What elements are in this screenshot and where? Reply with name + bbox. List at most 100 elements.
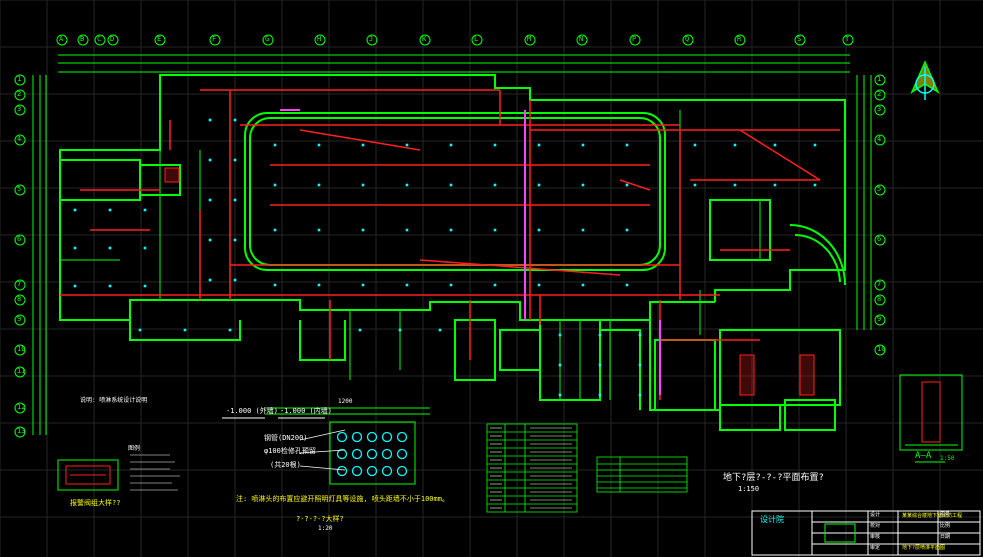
- hole-circle-3: [381, 431, 393, 443]
- sprinkler-head-61: [813, 143, 817, 147]
- sprinkler-head-56: [693, 183, 697, 187]
- sprinkler-head-29: [581, 183, 585, 187]
- hole-circle-2: [366, 431, 378, 443]
- sprinkler-head-70: [638, 363, 642, 367]
- hole-circle-5: [336, 448, 348, 460]
- right-dimension-lines: [856, 75, 872, 330]
- axis-left-5: [14, 184, 26, 196]
- sprinkler-head-12: [405, 143, 409, 147]
- axis-top-T-label: T: [845, 35, 850, 43]
- sprinkler-head-67: [598, 363, 602, 367]
- axis-top-T: [842, 34, 854, 46]
- axis-top-B-label: B: [80, 35, 85, 43]
- sprinkler-head-59: [773, 143, 777, 147]
- axis-left-1: [14, 74, 26, 86]
- title-block-field: 设计: [870, 512, 881, 518]
- axis-top-G: [262, 34, 274, 46]
- sprinkler-head-26: [537, 228, 541, 232]
- sprinkler-head-71: [638, 393, 642, 397]
- axis-left-11: [14, 366, 26, 378]
- title-block-field: 比例: [940, 523, 951, 529]
- sprinkler-head-57: [733, 143, 737, 147]
- hole-note-2: φ100检修孔预留: [264, 447, 316, 455]
- plan-scale: 1:150: [738, 485, 760, 493]
- sprinkler-head-6: [317, 228, 321, 232]
- axis-left-1-label: 1: [17, 75, 22, 83]
- axis-right-9-label: 9: [877, 315, 882, 323]
- axis-bubbles-left: [14, 74, 26, 438]
- sprinkler-head-22: [493, 228, 497, 232]
- sprinkler-head-35: [625, 283, 629, 287]
- axis-right-4-label: 4: [877, 135, 882, 143]
- axis-right-3: [874, 104, 886, 116]
- axis-right-7-label: 7: [877, 280, 882, 288]
- sprinkler-head-58: [733, 183, 737, 187]
- sprinkler-head-4: [317, 143, 321, 147]
- axis-right-10-label: 10: [877, 345, 886, 353]
- sprinkler-head-28: [581, 143, 585, 147]
- sprinkler-head-55: [693, 143, 697, 147]
- sprinkler-head-8: [361, 143, 365, 147]
- axis-top-R: [734, 34, 746, 46]
- axis-top-H-label: H: [317, 35, 322, 43]
- sprinkler-head-72: [358, 328, 362, 332]
- sprinkler-head-0: [273, 143, 277, 147]
- axis-left-7: [14, 279, 26, 291]
- axis-left-6: [14, 234, 26, 246]
- title-block-field: 校对: [870, 523, 881, 529]
- sprinkler-head-7: [317, 283, 321, 287]
- detail-title: ?-?-?-?大样?: [296, 515, 344, 523]
- sprinkler-head-20: [493, 143, 497, 147]
- hole-circle-4: [396, 431, 408, 443]
- hole-note-3: (共20根): [270, 461, 301, 469]
- axis-top-D: [107, 34, 119, 46]
- axis-top-F-label: F: [212, 35, 217, 43]
- hole-circle-7: [366, 448, 378, 460]
- axis-top-M-label: M: [527, 35, 532, 43]
- axis-top-H: [314, 34, 326, 46]
- axis-top-S-label: S: [797, 35, 802, 43]
- sprinkler-head-48: [73, 284, 77, 288]
- detail-scale: 1:20: [318, 525, 333, 532]
- title-block-logo: [824, 523, 856, 543]
- axis-left-3: [14, 104, 26, 116]
- axis-top-E-label: E: [157, 35, 162, 43]
- sprinkler-head-53: [143, 246, 147, 250]
- sprinkler-head-36: [208, 118, 212, 122]
- axis-top-C: [94, 34, 106, 46]
- axis-top-P-label: P: [632, 35, 637, 43]
- axis-left-12: [14, 402, 26, 414]
- sprinkler-head-75: [138, 328, 142, 332]
- title-block: [751, 510, 981, 556]
- top-dimension-lines: [58, 54, 850, 73]
- notes-lines: [130, 454, 180, 491]
- title-block-field: 日期: [940, 534, 951, 540]
- axis-top-P: [629, 34, 641, 46]
- notes-header: 说明: 喷淋系统设计说明: [80, 397, 148, 404]
- dim-top-label: 1200: [338, 398, 353, 405]
- axis-top-R-label: R: [737, 35, 742, 43]
- axis-top-J: [366, 34, 378, 46]
- axis-left-10: [14, 344, 26, 356]
- hole-circles: [336, 431, 408, 477]
- axis-top-N: [576, 34, 588, 46]
- axis-left-3-label: 3: [17, 105, 22, 113]
- left-dimension-lines: [32, 75, 47, 435]
- north-arrow-icon: [910, 60, 940, 100]
- sprinkler-head-73: [398, 328, 402, 332]
- section-scale: 1:50: [940, 455, 955, 462]
- hole-dim-strip: [265, 407, 430, 415]
- sprinkler-head-3: [273, 283, 277, 287]
- axis-left-8: [14, 294, 26, 306]
- sprinkler-head-74: [438, 328, 442, 332]
- axis-left-4: [14, 134, 26, 146]
- sprinkler-head-34: [625, 228, 629, 232]
- axis-left-9-label: 9: [17, 315, 22, 323]
- sprinkler-head-11: [361, 283, 365, 287]
- legend-header: 图例: [128, 445, 141, 452]
- title-block-field: 图号: [940, 512, 951, 518]
- elevation-2: -1.000 (内墙): [280, 407, 332, 415]
- equipment: [164, 167, 815, 396]
- axis-top-B: [77, 34, 89, 46]
- sprinkler-head-45: [233, 278, 237, 282]
